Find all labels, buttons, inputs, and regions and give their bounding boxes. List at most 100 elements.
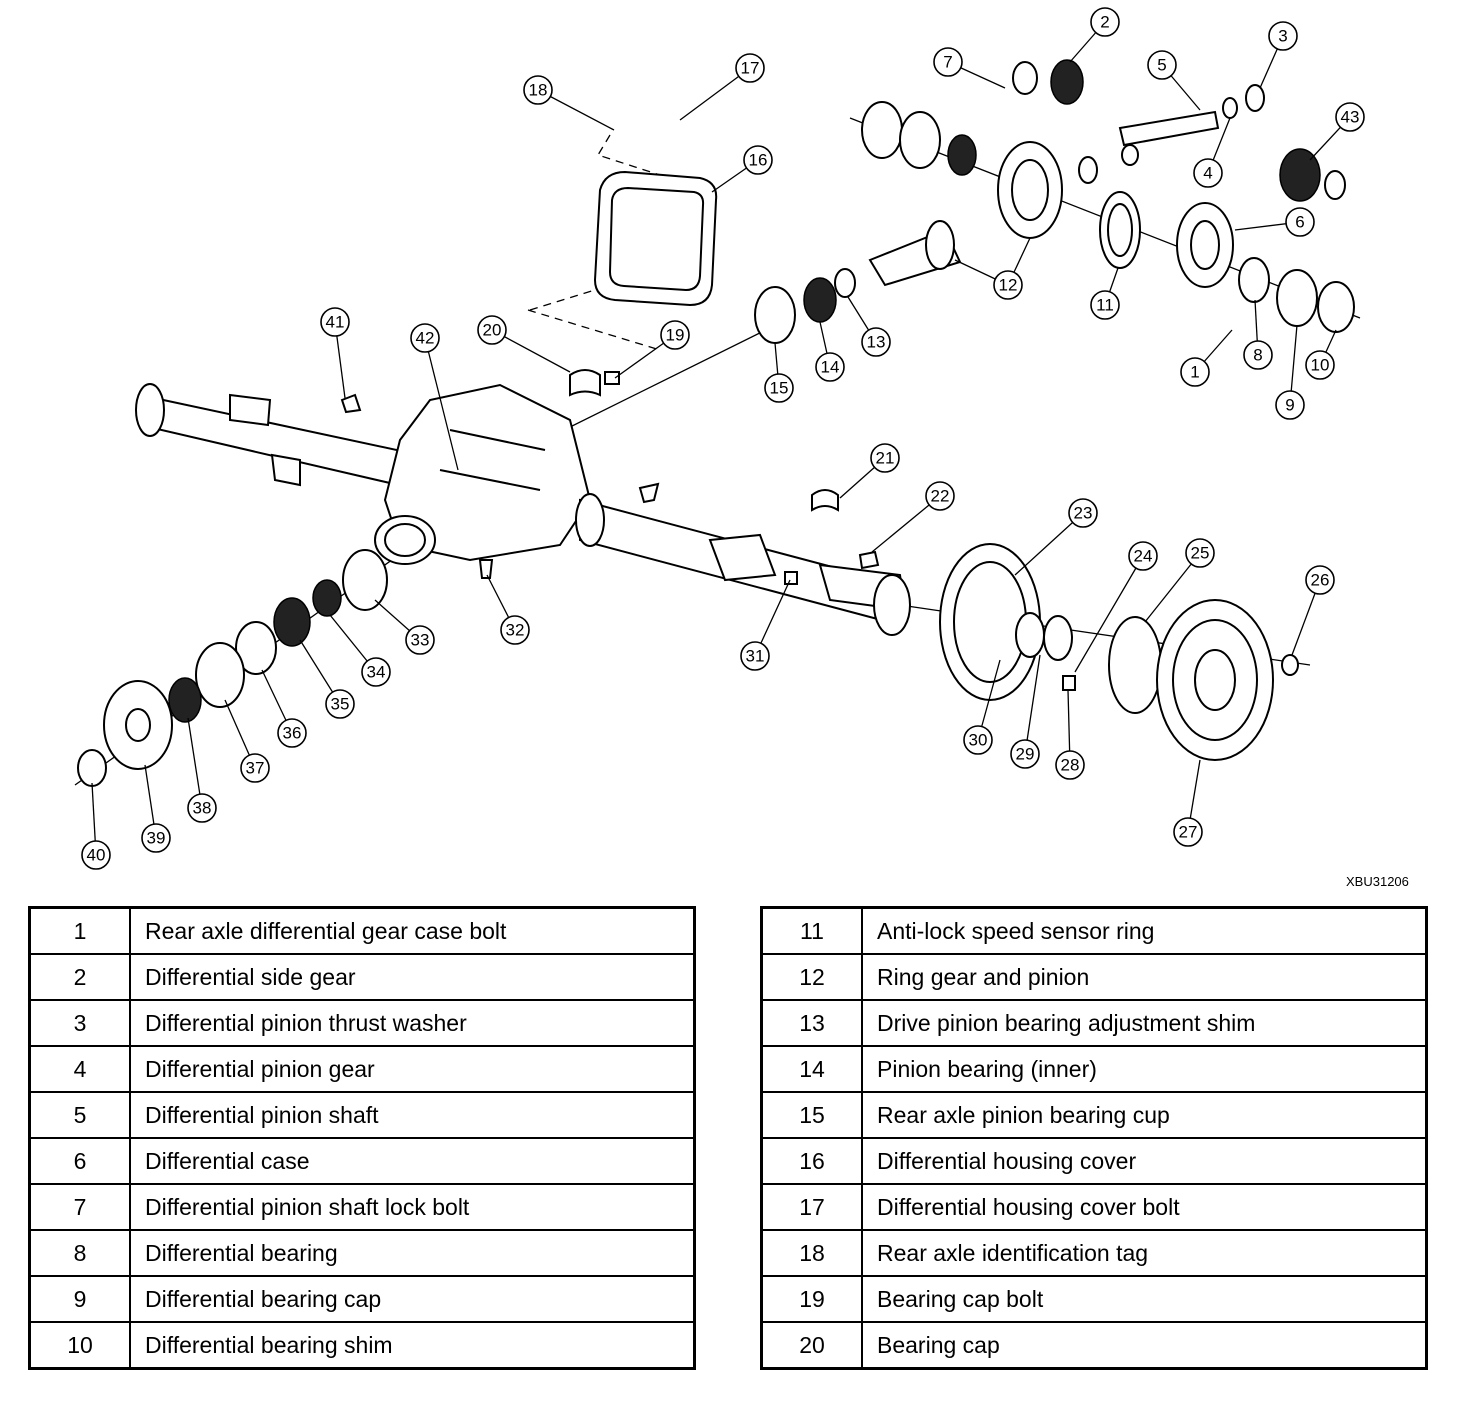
svg-text:21: 21 (876, 449, 895, 468)
svg-text:8: 8 (1253, 346, 1262, 365)
legend-number: 1 (28, 906, 131, 955)
svg-text:5: 5 (1157, 56, 1166, 75)
svg-text:35: 35 (331, 695, 350, 714)
legend-description: Pinion bearing (inner) (861, 1045, 1428, 1093)
callout-29: 29 (1010, 739, 1040, 769)
legend-description: Differential side gear (129, 953, 696, 1001)
callout-30: 30 (963, 725, 993, 755)
callout-24: 24 (1128, 541, 1158, 571)
legend-number: 3 (28, 999, 131, 1047)
legend-number: 8 (28, 1229, 131, 1277)
callout-38: 38 (187, 793, 217, 823)
svg-text:6: 6 (1295, 213, 1304, 232)
callout-23: 23 (1068, 498, 1098, 528)
callout-22: 22 (925, 481, 955, 511)
svg-text:37: 37 (246, 759, 265, 778)
left-side-parts (77, 393, 494, 787)
svg-text:3: 3 (1278, 27, 1287, 46)
svg-text:26: 26 (1311, 571, 1330, 590)
callout-5: 5 (1147, 50, 1177, 80)
callout-39: 39 (141, 823, 171, 853)
legend-number: 2 (28, 953, 131, 1001)
svg-text:32: 32 (506, 621, 525, 640)
svg-text:19: 19 (666, 326, 685, 345)
legend-number: 14 (760, 1045, 863, 1093)
legend-description: Ring gear and pinion (861, 953, 1428, 1001)
legend-description: Differential bearing cap (129, 1275, 696, 1323)
legend-number: 18 (760, 1229, 863, 1277)
callout-18: 18 (523, 75, 553, 105)
exploded-axle-diagram: 1 2 3 4 5 6 7 8 9 10 11 12 13 14 15 16 1… (74, 7, 1365, 870)
callout-25: 25 (1185, 538, 1215, 568)
legend-description: Bearing cap bolt (861, 1275, 1428, 1323)
legend-description: Rear axle differential gear case bolt (129, 906, 696, 955)
legend-number: 9 (28, 1275, 131, 1323)
svg-text:29: 29 (1016, 745, 1035, 764)
svg-text:25: 25 (1191, 544, 1210, 563)
svg-text:41: 41 (326, 313, 345, 332)
diff-bearings (861, 101, 1355, 333)
svg-text:11: 11 (1096, 296, 1114, 315)
callout-10: 10 (1305, 350, 1335, 380)
svg-text:12: 12 (999, 276, 1018, 295)
svg-text:1: 1 (1190, 363, 1199, 382)
legend-description: Rear axle identification tag (861, 1229, 1428, 1277)
legend-number: 10 (28, 1321, 131, 1370)
callout-41: 41 (320, 307, 350, 337)
callout-6: 6 (1285, 207, 1315, 237)
svg-text:20: 20 (483, 321, 502, 340)
svg-text:17: 17 (741, 59, 760, 78)
callout-27: 27 (1173, 817, 1203, 847)
svg-text:30: 30 (969, 731, 988, 750)
legend-number: 19 (760, 1275, 863, 1323)
legend-description: Differential housing cover bolt (861, 1183, 1428, 1231)
svg-text:16: 16 (749, 151, 768, 170)
svg-text:40: 40 (87, 846, 106, 865)
svg-text:10: 10 (1311, 356, 1330, 375)
callout-26: 26 (1305, 565, 1335, 595)
legend-number: 12 (760, 953, 863, 1001)
callout-12: 12 (993, 270, 1023, 300)
legend-number: 13 (760, 999, 863, 1047)
callout-20: 20 (477, 315, 507, 345)
ring-gear-assembly (868, 59, 1346, 288)
callout-37: 37 (240, 753, 270, 783)
legend-description: Differential case (129, 1137, 696, 1185)
legend-description: Differential pinion thrust washer (129, 999, 696, 1047)
callout-9: 9 (1275, 390, 1305, 420)
svg-text:23: 23 (1074, 504, 1093, 523)
callout-16: 16 (743, 145, 773, 175)
svg-text:24: 24 (1134, 547, 1153, 566)
svg-text:39: 39 (147, 829, 166, 848)
tag-dash-line (597, 134, 661, 176)
callout-28: 28 (1055, 750, 1085, 780)
svg-text:15: 15 (770, 379, 789, 398)
legend-description: Drive pinion bearing adjustment shim (861, 999, 1428, 1047)
svg-text:4: 4 (1203, 164, 1212, 183)
callout-7: 7 (933, 47, 963, 77)
callout-32: 32 (500, 615, 530, 645)
legend-number: 20 (760, 1321, 863, 1370)
legend-number: 5 (28, 1091, 131, 1139)
callout-13: 13 (861, 327, 891, 357)
callout-43: 43 (1335, 102, 1365, 132)
svg-text:34: 34 (367, 663, 386, 682)
legend-description: Differential pinion shaft lock bolt (129, 1183, 696, 1231)
legend-description: Differential bearing shim (129, 1321, 696, 1370)
callout-3: 3 (1268, 21, 1298, 51)
legend-description: Bearing cap (861, 1321, 1428, 1370)
